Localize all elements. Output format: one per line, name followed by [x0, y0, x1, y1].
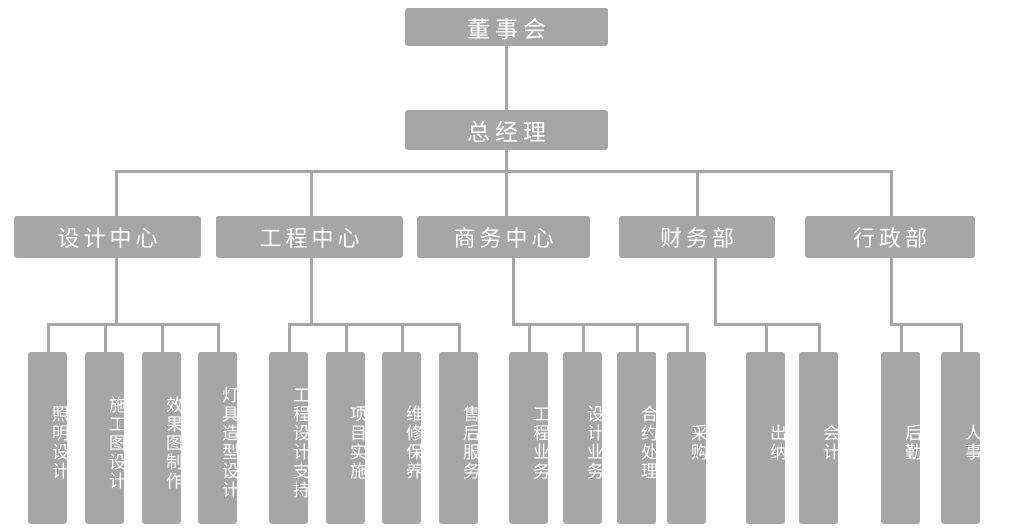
connector-engineering-leaf-4 — [458, 323, 461, 352]
connector-administration-bus — [890, 323, 963, 326]
connector-drop-design-center — [115, 170, 118, 216]
node-lighting-design-label: 照明设计 — [49, 405, 68, 481]
node-procurement[interactable]: 采购 — [667, 352, 707, 524]
connector-engineering-leaf-3 — [401, 323, 404, 352]
connector-engineering-center-bus — [288, 323, 461, 326]
connector-engineering-leaf-1 — [288, 323, 291, 352]
node-lighting-design[interactable]: 照明设计 — [28, 352, 68, 524]
connector-business-center-bus — [512, 323, 689, 326]
node-administration-department[interactable]: 行政部 — [805, 216, 975, 258]
node-after-sales-service-label: 售后服务 — [460, 405, 479, 481]
node-human-resources[interactable]: 人事 — [941, 352, 981, 524]
connector-finance-leaf-1 — [765, 323, 768, 352]
node-cashier-label: 出纳 — [767, 424, 786, 462]
connector-business-leaf-3 — [636, 323, 639, 352]
node-business-center[interactable]: 商务中心 — [417, 216, 590, 258]
connector-business-leaf-2 — [582, 323, 585, 352]
node-luminaire-styling-design[interactable]: 灯具造型设计 — [198, 352, 238, 524]
node-business-center-label: 商务中心 — [453, 226, 558, 251]
node-engineering-center-label: 工程中心 — [259, 226, 364, 251]
connector-administration-leaf-2 — [960, 323, 963, 352]
node-general-manager-label: 总经理 — [467, 119, 551, 145]
connector-drop-administration-department — [890, 170, 893, 216]
node-engineering-design-support-label: 工程设计支持 — [290, 386, 309, 500]
connector-design-center-stem — [115, 258, 118, 326]
node-cashier[interactable]: 出纳 — [746, 352, 786, 524]
node-engineering-design-support[interactable]: 工程设计支持 — [269, 352, 309, 524]
connector-engineering-leaf-2 — [345, 323, 348, 352]
node-rendering-production[interactable]: 效果图制作 — [142, 352, 182, 524]
node-project-implementation[interactable]: 项目实施 — [326, 352, 366, 524]
connector-drop-engineering-center — [310, 170, 313, 216]
node-rendering-production-label: 效果图制作 — [163, 395, 182, 491]
node-general-manager[interactable]: 总经理 — [405, 110, 608, 150]
node-after-sales-service[interactable]: 售后服务 — [439, 352, 479, 524]
connector-administration-leaf-1 — [900, 323, 903, 352]
connector-engineering-center-stem — [310, 258, 313, 326]
node-accounting-label: 会计 — [820, 424, 839, 462]
node-logistics[interactable]: 后勤 — [881, 352, 921, 524]
node-construction-drawing-design[interactable]: 施工图设计 — [85, 352, 125, 524]
connector-design-leaf-2 — [104, 323, 107, 352]
connector-design-leaf-1 — [47, 323, 50, 352]
node-contract-processing[interactable]: 合约处理 — [617, 352, 657, 524]
node-engineering-business[interactable]: 工程业务 — [509, 352, 549, 524]
connector-administration-stem — [890, 258, 893, 326]
node-contract-processing-label: 合约处理 — [638, 405, 657, 481]
node-design-business[interactable]: 设计业务 — [563, 352, 603, 524]
node-maintenance-upkeep-label: 维修保养 — [403, 405, 422, 481]
node-finance-department[interactable]: 财务部 — [619, 216, 775, 258]
node-engineering-center[interactable]: 工程中心 — [216, 216, 403, 258]
connector-design-leaf-4 — [217, 323, 220, 352]
node-human-resources-label: 人事 — [962, 424, 981, 462]
connector-business-center-stem — [512, 258, 515, 326]
connector-design-center-bus — [47, 323, 220, 326]
node-project-implementation-label: 项目实施 — [347, 405, 366, 481]
node-maintenance-upkeep[interactable]: 维修保养 — [382, 352, 422, 524]
node-board-of-directors-label: 董事会 — [467, 16, 551, 42]
node-construction-drawing-design-label: 施工图设计 — [106, 395, 125, 491]
connector-business-leaf-1 — [528, 323, 531, 352]
node-engineering-business-label: 工程业务 — [530, 405, 549, 481]
node-design-center[interactable]: 设计中心 — [14, 216, 201, 258]
node-logistics-label: 后勤 — [902, 424, 921, 462]
node-finance-department-label: 财务部 — [659, 226, 738, 251]
connector-drop-finance-department — [696, 170, 699, 216]
node-procurement-label: 采购 — [688, 424, 707, 462]
connector-board-to-gm — [505, 46, 508, 110]
connector-drop-business-center — [505, 170, 508, 216]
node-design-center-label: 设计中心 — [57, 226, 162, 251]
node-luminaire-styling-design-label: 灯具造型设计 — [219, 386, 238, 500]
connector-finance-leaf-2 — [818, 323, 821, 352]
connector-gm-drop — [505, 150, 508, 172]
node-accounting[interactable]: 会计 — [799, 352, 839, 524]
connector-main-bus — [115, 170, 893, 173]
node-board-of-directors[interactable]: 董事会 — [405, 8, 608, 46]
connector-design-leaf-3 — [161, 323, 164, 352]
connector-business-leaf-4 — [686, 323, 689, 352]
node-administration-department-label: 行政部 — [852, 226, 931, 251]
node-design-business-label: 设计业务 — [584, 405, 603, 481]
connector-finance-stem — [714, 258, 717, 326]
